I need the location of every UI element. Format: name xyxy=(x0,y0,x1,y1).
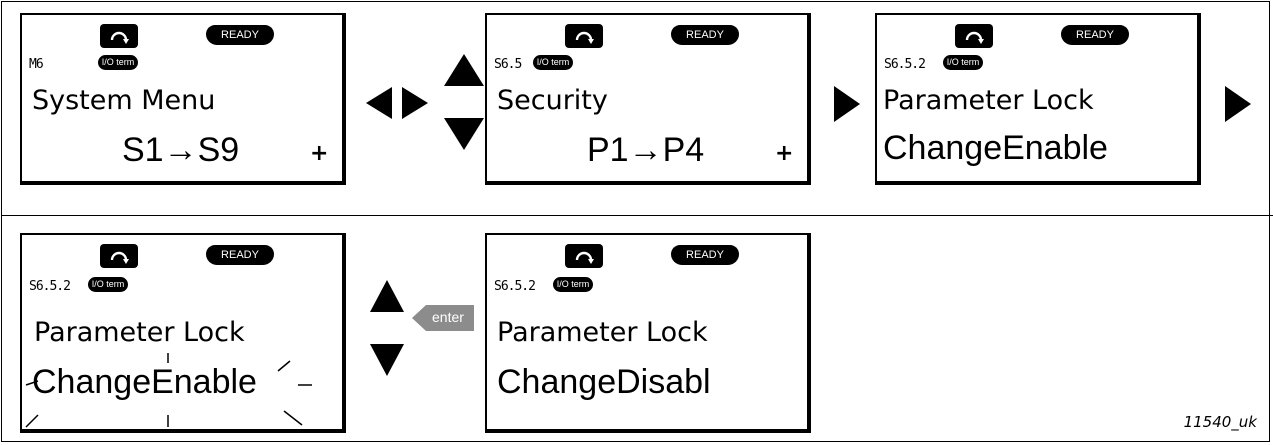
io-term-badge: I/O term xyxy=(98,55,138,70)
keypad-display-security: READY S6.5 I/O term Security P1→P4 + xyxy=(485,13,811,185)
menu-code: S6.5.2 xyxy=(29,279,71,294)
enter-button-icon: enter xyxy=(412,305,474,331)
ready-badge: READY xyxy=(206,245,274,265)
right-arrow-icon xyxy=(834,86,860,122)
left-right-arrows-icon xyxy=(366,87,428,119)
keypad-display-parameter-lock-disabled: READY S6.5.2 I/O term Parameter Lock Cha… xyxy=(485,233,811,433)
parameter-name: Parameter Lock xyxy=(883,85,1094,116)
ready-badge: READY xyxy=(206,25,274,45)
rotate-icon xyxy=(100,244,138,268)
rotate-icon xyxy=(565,244,603,268)
blink-indicator-icon xyxy=(25,353,312,428)
ready-badge: READY xyxy=(671,245,739,265)
menu-code: S6.5.2 xyxy=(494,279,536,294)
figure-id: 11540_uk xyxy=(1183,413,1257,431)
menu-code: S6.5.2 xyxy=(884,57,926,72)
io-term-badge: I/O term xyxy=(943,55,983,70)
enter-label: enter xyxy=(432,309,464,325)
plus-icon: + xyxy=(310,141,329,166)
parameter-name: Parameter Lock xyxy=(34,317,245,348)
ready-badge: READY xyxy=(671,25,739,45)
parameter-value: ChangeEnable xyxy=(32,363,257,401)
ready-badge: READY xyxy=(1061,25,1129,45)
keypad-display-parameter-lock-edit: READY S6.5.2 I/O term Parameter Lock Cha… xyxy=(20,233,346,433)
menu-code: S6.5 xyxy=(494,57,522,72)
parameter-value: ChangeDisabl xyxy=(497,363,711,401)
menu-range: S1→S9 xyxy=(122,131,240,169)
plus-icon: + xyxy=(775,141,794,166)
io-term-badge: I/O term xyxy=(553,277,593,292)
menu-range: P1→P4 xyxy=(587,131,705,169)
row-divider xyxy=(1,215,1273,216)
parameter-value: ChangeEnable xyxy=(883,129,1108,167)
rotate-icon xyxy=(955,24,993,48)
parameter-name: Parameter Lock xyxy=(497,317,708,348)
menu-title: Security xyxy=(497,85,608,116)
rotate-icon xyxy=(565,24,603,48)
up-down-arrows-icon xyxy=(444,54,484,150)
menu-code: M6 xyxy=(29,57,44,72)
rotate-icon xyxy=(100,24,138,48)
keypad-display-parameter-lock: READY S6.5.2 I/O term Parameter Lock Cha… xyxy=(875,13,1201,185)
menu-title: System Menu xyxy=(32,85,216,116)
up-down-arrows-icon xyxy=(370,280,404,376)
io-term-badge: I/O term xyxy=(533,55,573,70)
io-term-badge: I/O term xyxy=(88,277,128,292)
right-arrow-icon xyxy=(1225,86,1251,122)
keypad-display-system-menu: READY M6 I/O term System Menu S1→S9 + xyxy=(20,13,346,185)
